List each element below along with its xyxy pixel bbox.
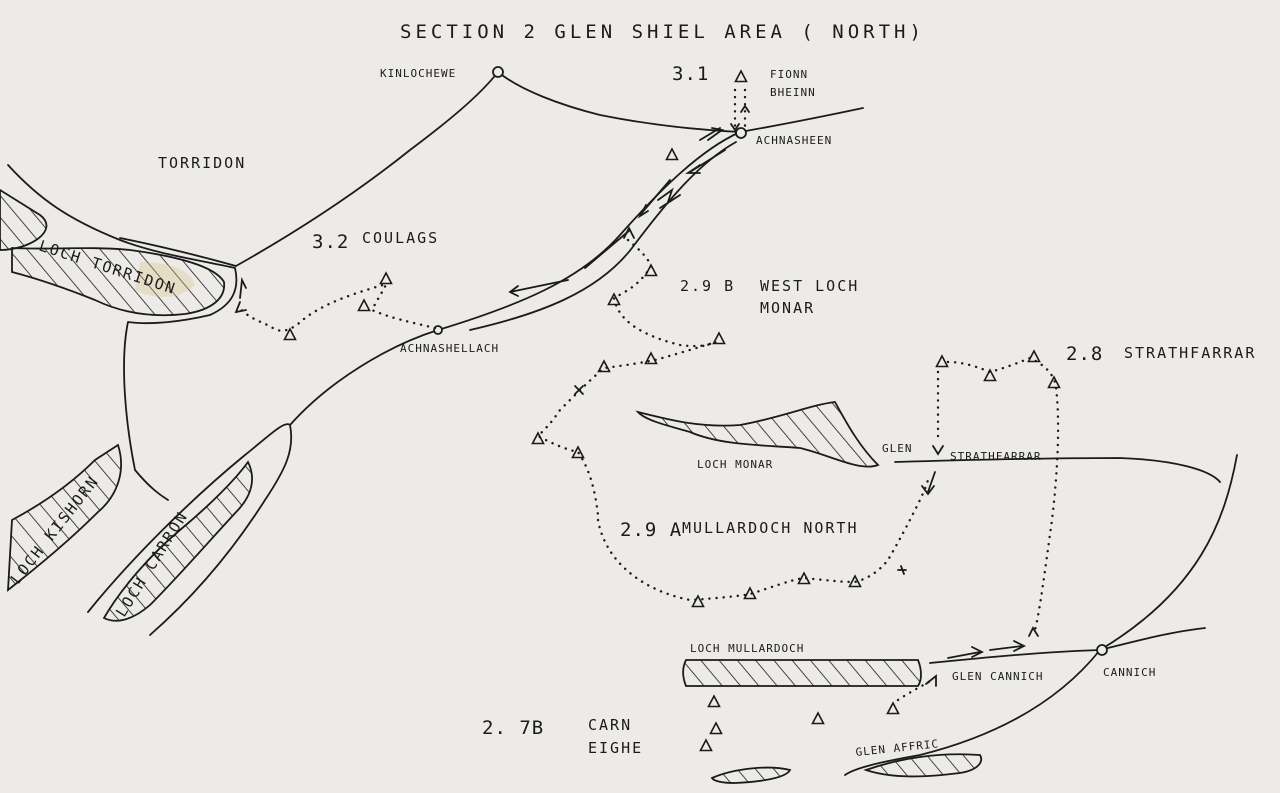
loch-affric-water (863, 753, 982, 778)
route-3-2-arrows (234, 276, 247, 314)
achnashellach-label: ACHNASHELLACH (400, 342, 499, 355)
loch-torridon-water (11, 247, 225, 317)
route-2-9b-arrow (623, 225, 635, 239)
peak-2-9b-4 (644, 352, 658, 365)
route-2-8-path (936, 356, 1060, 632)
route-3-1-number: 3.1 (672, 63, 709, 85)
route-2-9a-name: MULLARDOCH NORTH (682, 519, 859, 537)
peak-coulags-2 (357, 299, 371, 312)
route-2-9a-path (596, 478, 930, 602)
loch-monar-label: LOCH MONAR (697, 458, 773, 471)
peak-2-7b-5 (886, 702, 900, 715)
route-2-7b-arrow (925, 674, 937, 687)
loch-mullardoch-water (682, 659, 922, 687)
loch-torridon-outer (0, 188, 48, 251)
route-3-2-path (238, 282, 437, 332)
coastline-north (119, 237, 237, 267)
peak-2-7b-1 (707, 695, 721, 708)
loch-monar-water (635, 401, 880, 468)
route-2-9a-mark (897, 565, 907, 575)
torridon-label: TORRIDON (158, 154, 246, 172)
kinlochewe-marker (492, 66, 504, 78)
road-east (844, 454, 1238, 776)
peak-2-8-1 (935, 355, 949, 368)
road-glen-cannich (929, 627, 1206, 664)
route-3-2-name: COULAGS (362, 229, 439, 247)
peak-near-achnasheen (665, 148, 679, 161)
route-2-9b-path (536, 238, 717, 517)
glen-strathfarrar-label-a: GLEN (882, 442, 913, 455)
road-achnasheen-achnashellach (289, 131, 741, 426)
route-2-9a-number: 2.9 A (620, 519, 682, 541)
travel-arrows (508, 127, 726, 297)
route-2-7b-name-b: EIGHE (588, 739, 643, 757)
route-3-2-number: 3.2 (312, 231, 349, 253)
route-3-1-name-b: BHEINN (770, 86, 816, 99)
cannich-label: CANNICH (1103, 666, 1156, 679)
peak-2-9b-6 (531, 432, 545, 445)
loch-torridon-stain (135, 262, 195, 297)
route-2-9b-number: 2.9 B (680, 277, 735, 295)
glen-cannich-label: GLEN CANNICH (952, 670, 1043, 683)
achnasheen-marker (735, 127, 747, 139)
route-2-7b-number: 2. 7B (482, 717, 544, 739)
peak-coulags-1 (379, 272, 393, 285)
route-2-9a-arrow (921, 471, 936, 496)
route-3-1-path (733, 88, 747, 130)
road-glen-strathfarrar (894, 457, 1221, 483)
route-3-1-name-a: FIONN (770, 68, 808, 81)
peak-fionn-bheinn (734, 70, 748, 83)
glen-strathfarrar-label-b: STRATHFARRAR (950, 450, 1041, 463)
peak-2-7b-4 (811, 712, 825, 725)
route-3-1-arrows (730, 104, 750, 132)
coastline-torridon (7, 164, 238, 501)
road-torridon-kinlochewe (235, 71, 499, 267)
glen-cannich-arrows (947, 640, 1027, 659)
map-title: SECTION 2 GLEN SHIEL AREA ( NORTH) (400, 21, 925, 43)
route-2-9b-name-b: MONAR (760, 299, 815, 317)
cannich-marker (1096, 644, 1108, 656)
peak-2-8-3 (1027, 350, 1041, 363)
road-kinlochewe-achnasheen (497, 71, 864, 133)
loch-carron-water (102, 460, 253, 622)
peak-2-7b-2 (709, 722, 723, 735)
peak-2-7b-3 (699, 739, 713, 752)
loch-beinn-a-mheadhoin (710, 766, 792, 784)
route-2-7b-name-a: CARN (588, 716, 632, 734)
peak-2-9a-2 (743, 587, 757, 600)
route-2-8-arrows (932, 445, 1039, 637)
route-2-9b-name-a: WEST LOCH (760, 277, 859, 295)
loch-kishorn-water (6, 443, 122, 592)
route-2-9b-cross (574, 385, 584, 395)
road-parallel (469, 141, 737, 331)
route-2-8-number: 2.8 (1066, 343, 1103, 365)
loch-mullardoch-label: LOCH MULLARDOCH (690, 642, 804, 655)
achnasheen-label: ACHNASHEEN (756, 134, 832, 147)
route-2-8-name: STRATHFARRAR (1124, 344, 1256, 362)
peak-2-9a-1 (691, 595, 705, 608)
kinlochewe-label: KINLOCHEWE (380, 67, 456, 80)
